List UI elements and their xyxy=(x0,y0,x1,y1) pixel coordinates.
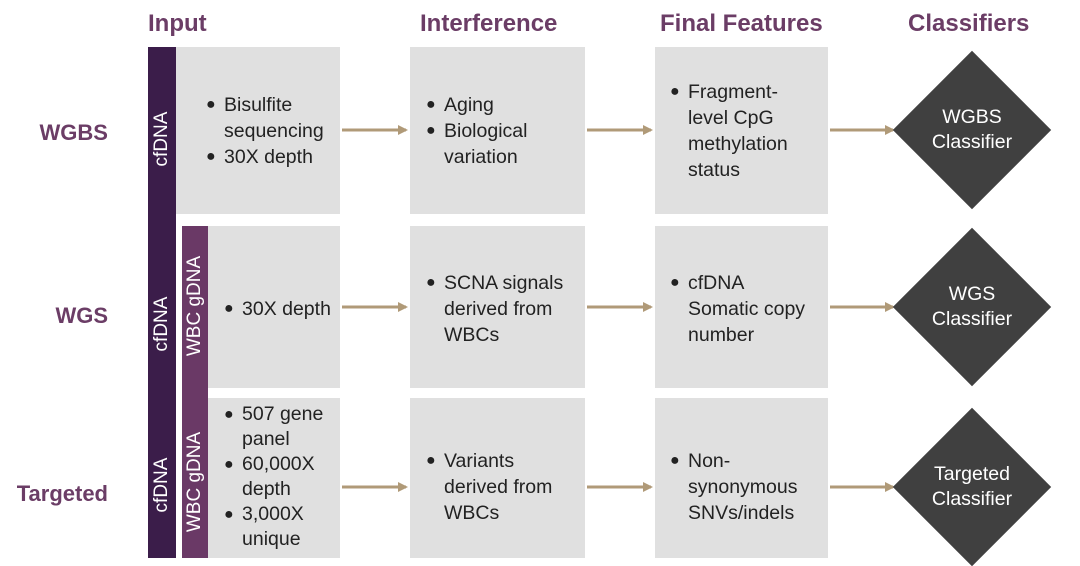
wgbs-feature-item: Fragment-level CpG methylation status xyxy=(670,79,815,183)
targeted-interference-item: Variants derived from WBCs xyxy=(426,448,576,526)
cfdna-bar: cfDNA cfDNA cfDNA xyxy=(148,47,176,558)
wgs-interference-box: SCNA signals derived from WBCs xyxy=(410,226,585,388)
wgbs-input-item: Bisulfite sequencing xyxy=(206,92,340,144)
wgbs-classifier-label: WGBS Classifier xyxy=(931,106,1013,153)
header-classifiers: Classifiers xyxy=(908,10,1030,37)
targeted-feature-item: Non-synonymous SNVs/indels xyxy=(670,448,810,526)
targeted-classifier-label: Targeted Classifier xyxy=(931,463,1013,510)
wgbs-feature-box: Fragment-level CpG methylation status xyxy=(655,47,828,214)
targeted-interference-box: Variants derived from WBCs xyxy=(410,398,585,558)
wgbs-input-item: 30X depth xyxy=(206,144,340,170)
wgbs-interference-item: Biological variation xyxy=(426,118,576,170)
targeted-input-box: 507 gene panel 60,000X depth 3,000X uniq… xyxy=(208,398,340,558)
wgs-feature-item: cfDNA Somatic copy number xyxy=(670,270,818,348)
wgs-interference-item: SCNA signals derived from WBCs xyxy=(426,270,576,348)
wgs-feature-box: cfDNA Somatic copy number xyxy=(655,226,828,388)
wgbs-input-box: Bisulfite sequencing 30X depth xyxy=(176,47,340,214)
targeted-input-item: 3,000X unique xyxy=(224,502,336,552)
wgs-input-box: 30X depth xyxy=(208,226,340,388)
header-input: Input xyxy=(148,10,207,37)
targeted-input-item: 507 gene panel xyxy=(224,402,336,452)
wbc-gdna-bar: WBC gDNA WBC gDNA xyxy=(182,226,208,558)
header-final-features: Final Features xyxy=(660,10,823,37)
header-interference: Interference xyxy=(420,10,558,37)
row-label-targeted: Targeted xyxy=(16,481,108,506)
row-label-wgs: WGS xyxy=(55,303,108,328)
targeted-input-item: 60,000X depth xyxy=(224,452,336,502)
wgs-classifier-label: WGS Classifier xyxy=(931,283,1013,330)
targeted-feature-box: Non-synonymous SNVs/indels xyxy=(655,398,828,558)
wgbs-interference-box: Aging Biological variation xyxy=(410,47,585,214)
wgs-input-item: 30X depth xyxy=(224,296,340,322)
row-label-wgbs: WGBS xyxy=(39,120,108,145)
wgbs-interference-item: Aging xyxy=(426,92,576,118)
